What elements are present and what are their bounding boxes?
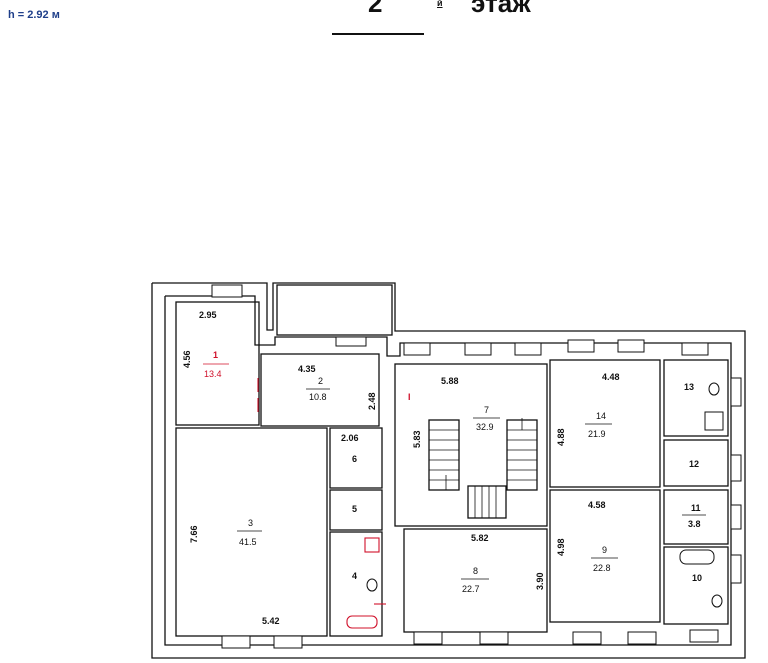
floor-number: 2: [368, 0, 383, 18]
dim-r8-top: 5.82: [471, 533, 489, 543]
room-7-area: 32.9: [476, 422, 494, 432]
room-13-number: 13: [684, 382, 694, 392]
dim-r9-side: 4.98: [556, 538, 566, 556]
room-1-number: 1: [213, 350, 218, 360]
windows: [211, 284, 742, 649]
room-8-number: 8: [473, 566, 478, 576]
dim-r14-top: 4.48: [602, 372, 620, 382]
dim-r14-side: 4.88: [556, 428, 566, 446]
room-7-number: 7: [484, 405, 489, 415]
sanitary-fixtures: [366, 382, 724, 608]
room-9-area: 22.8: [593, 563, 611, 573]
ceiling-height-note: h = 2.92 м: [8, 9, 60, 21]
room-14-number: 14: [596, 411, 606, 421]
room-2-area: 10.8: [309, 392, 327, 402]
stair-treads: [429, 418, 537, 518]
room-14-area: 21.9: [588, 429, 606, 439]
floor-word: этаж: [471, 0, 531, 18]
room-3-number: 3: [248, 518, 253, 528]
dim-r1-side: 4.56: [182, 350, 192, 368]
room-11-area: 3.8: [688, 519, 701, 529]
dim-r7-side: 5.83: [412, 430, 422, 448]
room-9-number: 9: [602, 545, 607, 555]
room-6-number: 6: [352, 454, 357, 464]
red-markings: [257, 378, 386, 629]
room-1-area: 13.4: [204, 369, 222, 379]
room-5-number: 5: [352, 504, 357, 514]
room-12-number: 12: [689, 459, 699, 469]
room-3-area: 41.5: [239, 537, 257, 547]
room-10-number: 10: [692, 573, 702, 583]
dim-r8-side: 3.90: [535, 572, 545, 590]
dim-r3-side: 7.66: [189, 525, 199, 543]
dim-r6-top: 2.06: [341, 433, 359, 443]
room-4-number: 4: [352, 571, 357, 581]
axis-label: I: [408, 392, 411, 402]
room-2-number: 2: [318, 376, 323, 386]
dim-r1-top: 2.95: [199, 310, 217, 320]
floor-underline: [332, 33, 424, 35]
room-8-area: 22.7: [462, 584, 480, 594]
dim-r2-top: 4.35: [298, 364, 316, 374]
floor-suffix: й: [437, 0, 443, 8]
room-11-number: 11: [691, 503, 701, 513]
dim-r9-top: 4.58: [588, 500, 606, 510]
dim-r7-top: 5.88: [441, 376, 459, 386]
plan-walls: [151, 282, 746, 659]
dim-r3-bottom: 5.42: [262, 616, 280, 626]
dim-r2-side: 2.48: [367, 392, 377, 410]
